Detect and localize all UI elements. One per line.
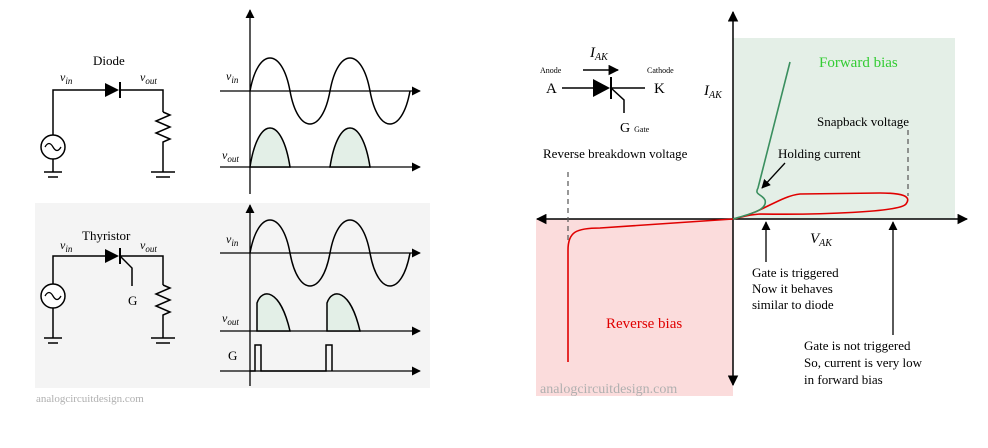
holding-label: Holding current [778,146,861,161]
reverse-breakdown-label: Reverse breakdown voltage [543,146,688,161]
thyristor-vin-label: vin [60,238,73,254]
reverse-bias-region [536,219,733,396]
vout-partial-1 [256,293,291,332]
scr-symbol [562,64,645,113]
cathode-small: Cathode [647,66,674,75]
thyristor-gate-label: G [128,293,137,308]
gate-triggered-1: Gate is triggered [752,265,839,280]
gate-not-3: in forward bias [804,372,883,387]
y-axis-label: IAK [703,83,723,101]
gate-not-2: So, current is very low [804,355,923,370]
gate-triggered-2: Now it behaves [752,281,833,296]
waves-bottom [220,204,421,386]
diode-title: Diode [93,53,125,68]
snapback-label: Snapback voltage [817,114,909,129]
vout-hump-1 [249,127,291,168]
holding-arrow [761,162,786,189]
forward-bias-region [733,38,955,219]
forward-bias-label: Forward bias [819,55,898,71]
forward-blocking-curve [732,192,909,220]
thyristor-title: Thyristor [82,228,131,243]
gate-not-1: Gate is not triggered [804,338,911,353]
anode-label: A [546,81,557,97]
diode-vin-label: vin [60,70,73,86]
vout-partial-2 [326,293,361,332]
gate-pulses [250,344,333,372]
iv-axes [535,10,969,387]
wave-top-vout: vout [222,148,239,164]
thyristor-vout-label: vout [140,238,157,254]
vout-hump-2 [329,127,371,168]
vin-sine-top [249,57,411,125]
reverse-curve [567,218,734,362]
sine-glyph [44,142,62,152]
cathode-label: K [654,81,665,97]
wave-top-vin: vin [226,69,239,85]
reverse-bias-label: Reverse bias [606,316,682,332]
wave-bottom-vin: vin [226,232,239,248]
thyristor-circuit [44,255,175,344]
thyristor-icon [105,248,121,264]
x-axis-label: VAK [810,231,833,249]
symbol-iak: IAK [589,45,609,63]
diode-icon [105,82,121,98]
watermark-left: analogcircuitdesign.com [36,393,144,405]
watermark-right: analogcircuitdesign.com [540,382,677,397]
vin-sine-bottom [249,219,411,287]
wave-bottom-gate: G [228,348,237,363]
gate-triggered-3: similar to diode [752,297,834,312]
forward-conduction-curve [732,61,791,220]
scr-triangle [593,79,610,97]
wave-bottom-vout: vout [222,311,239,327]
waves-top [220,9,421,194]
diode-circuit [44,89,175,178]
sine-glyph-2 [44,291,62,301]
diode-vout-label: vout [140,70,157,86]
anode-small: Anode [540,66,562,75]
